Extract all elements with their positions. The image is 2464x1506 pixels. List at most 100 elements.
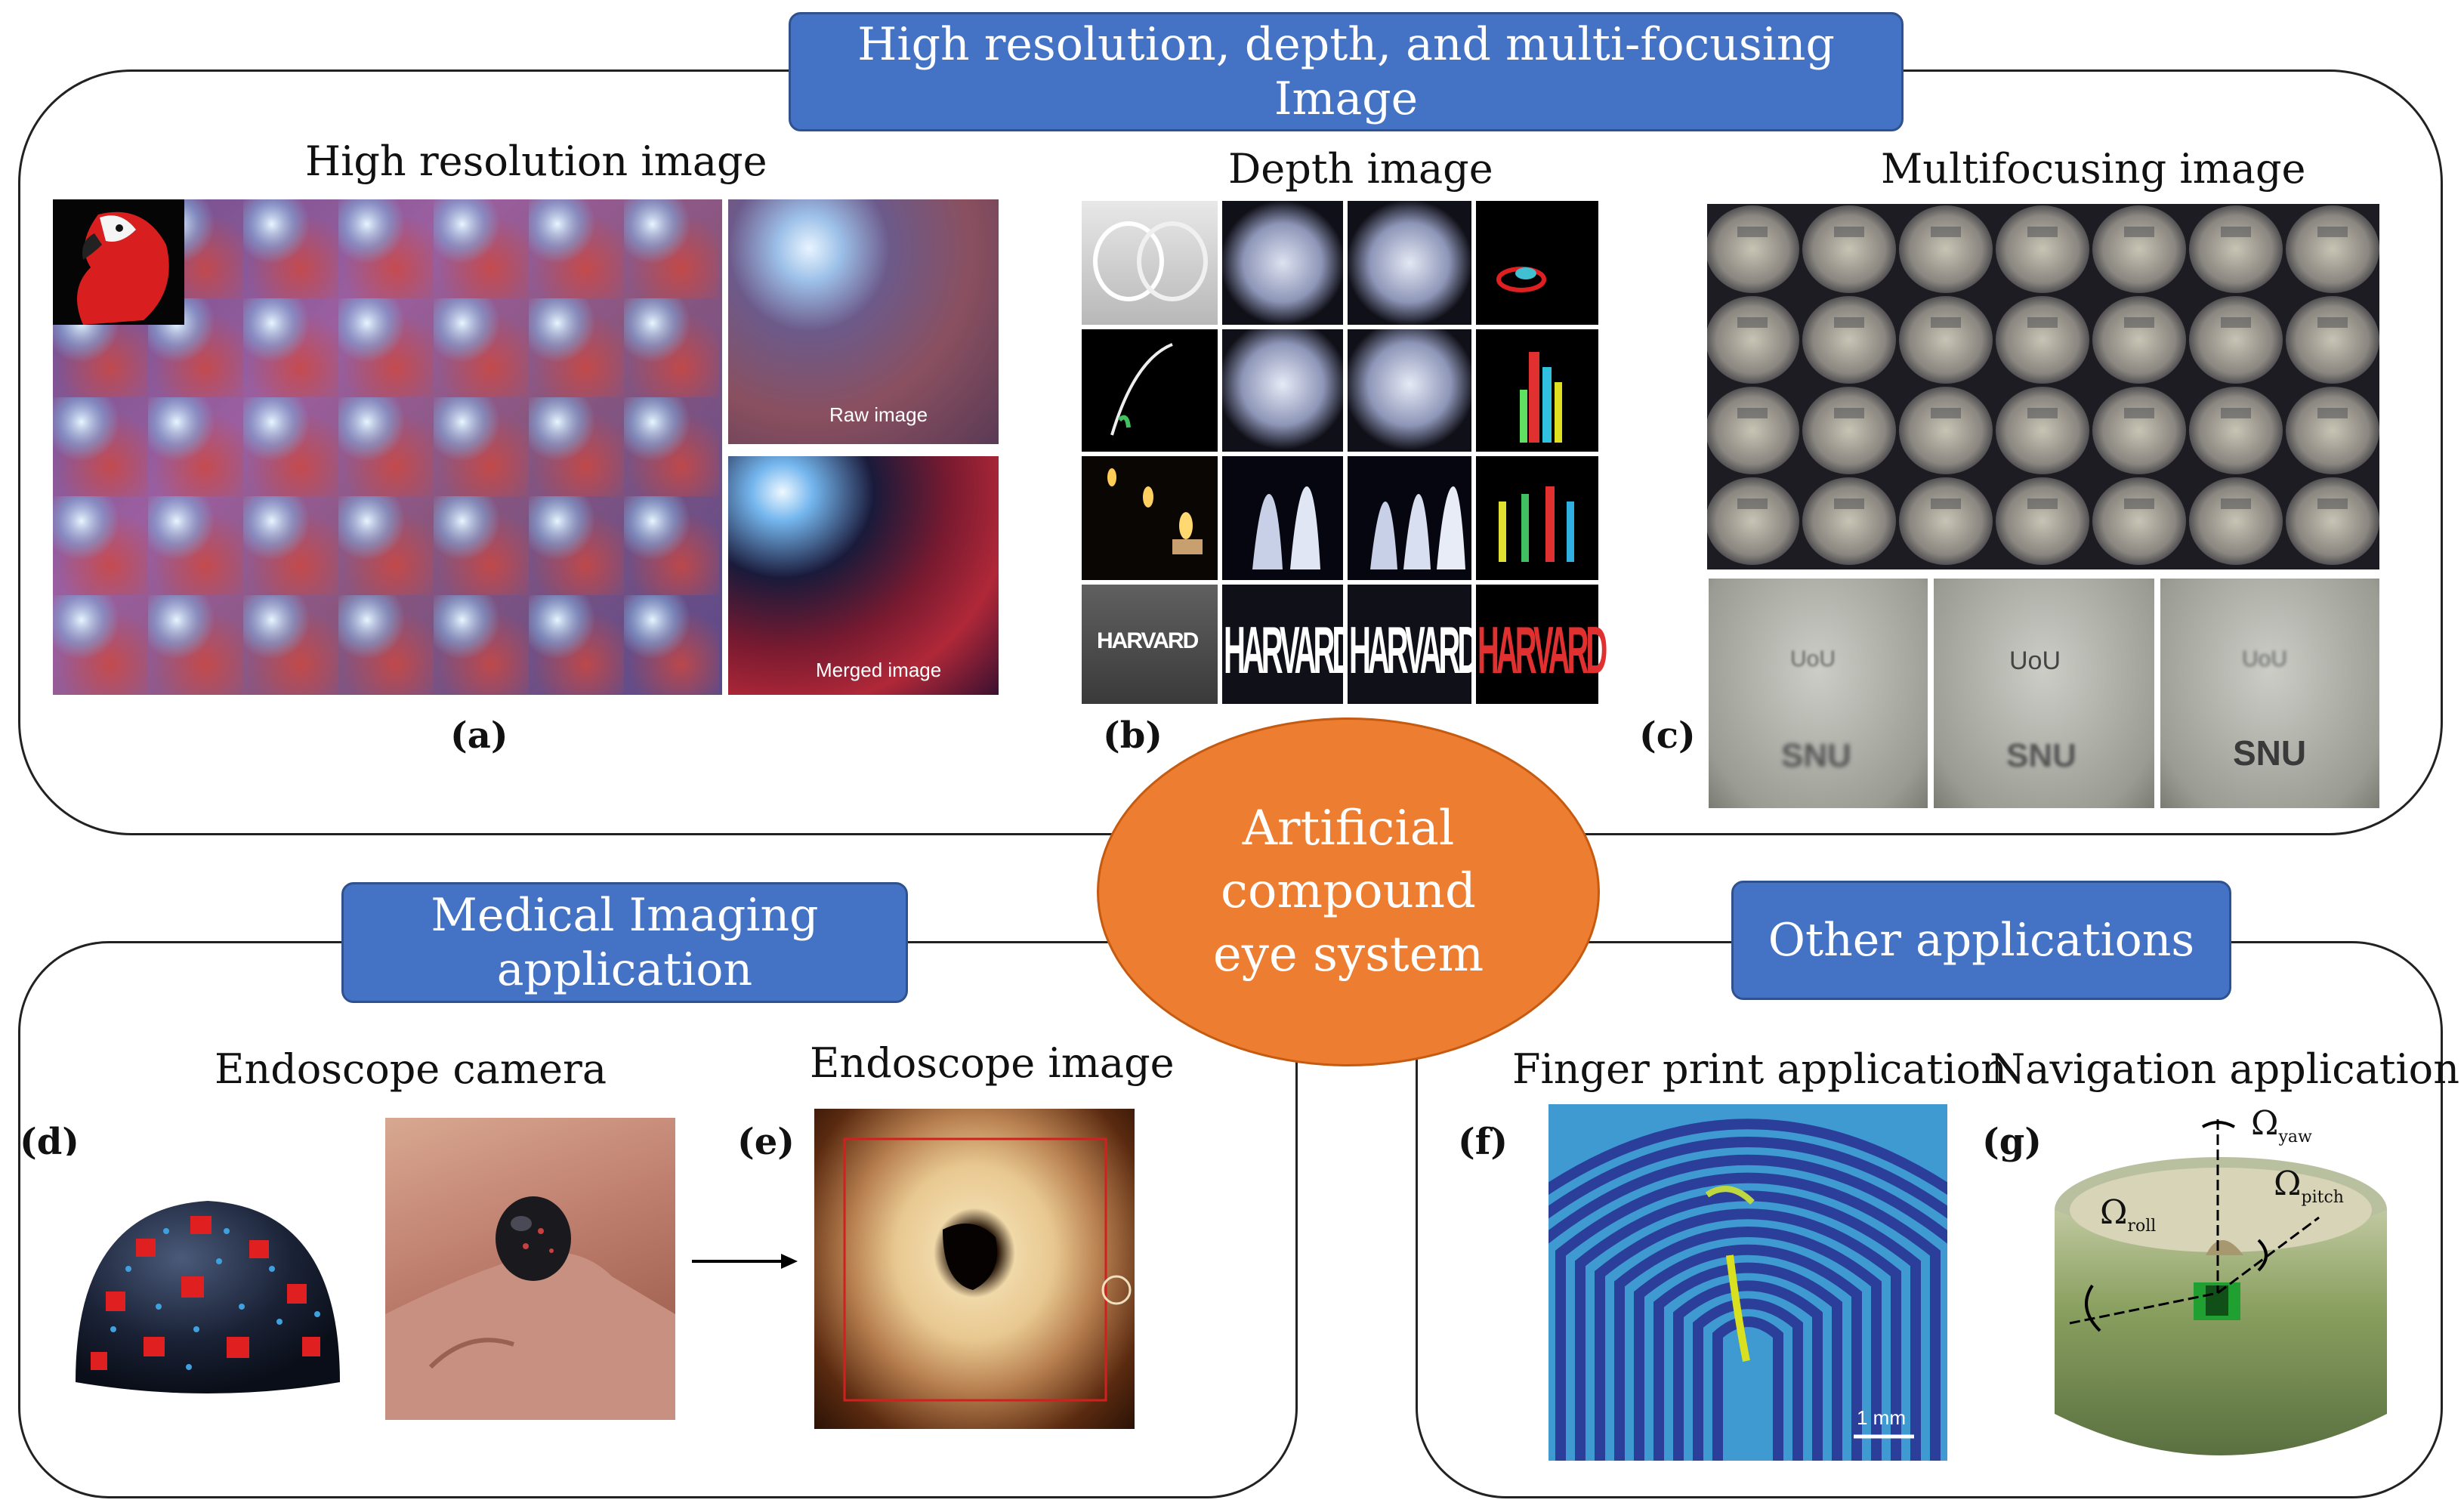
parrot-tile-glow <box>148 595 243 694</box>
multifocus-snu-mark <box>1931 227 1961 237</box>
medical-banner: Medical Imaging application <box>341 882 908 1003</box>
multifocus-lens-tile <box>1996 477 2089 565</box>
multifocus-snu-mark <box>2027 408 2058 418</box>
multifocus-lens-tile <box>2286 205 2379 293</box>
fingerprint-ridges <box>1548 1119 1947 1461</box>
view-3-uou: UoU <box>2242 647 2288 671</box>
fingerprint-scale-label: 1 mm <box>1857 1406 1906 1429</box>
parrot-tile-glow <box>624 397 719 496</box>
depth-lenses-map <box>1476 201 1598 325</box>
parrot-tile-glow <box>434 595 529 694</box>
parrot-tile-glow <box>243 199 338 298</box>
endoscope-hand-photo <box>385 1118 675 1420</box>
parrot-tile-glow <box>529 595 624 694</box>
label-g: (g) <box>1982 1121 2042 1163</box>
merged-image: Merged image <box>728 456 999 695</box>
parrot-tile-glow <box>434 199 529 298</box>
multifocus-snu-mark <box>2221 498 2251 509</box>
multifocus-lens-tile <box>1802 477 1896 565</box>
parrot-tile-glow <box>243 397 338 496</box>
roll-sub: roll <box>2127 1216 2157 1236</box>
multifocus-lens-tile <box>1996 296 2089 384</box>
pitch-sub: pitch <box>2301 1187 2344 1207</box>
depth-stem-view-1 <box>1222 329 1343 452</box>
multifocus-snu-mark <box>1737 317 1768 328</box>
multifocus-snu-mark <box>1931 498 1961 509</box>
fingerprint-ridge <box>1712 1316 1783 1461</box>
navigation-cylinder-image: Ωyaw Ωpitch Ωroll <box>2047 1104 2395 1482</box>
parrot-tile-glow <box>243 298 338 397</box>
depth-candles-photo <box>1082 456 1218 580</box>
multifocus-lens-tile <box>2189 296 2283 384</box>
multifocus-snu-mark <box>2221 227 2251 237</box>
multifocus-lens-tile <box>1899 296 1993 384</box>
parrot-tile-glow <box>148 496 243 595</box>
heading-multifocus: Multifocusing image <box>1881 145 2306 193</box>
parrot-tile-glow <box>243 595 338 694</box>
parrot-tile-glow <box>529 496 624 595</box>
label-c: (c) <box>1639 714 1696 757</box>
multifocus-view-3: UoU SNU <box>2160 579 2379 808</box>
multifocus-snu-mark <box>2124 317 2154 328</box>
multifocus-snu-mark <box>2124 408 2154 418</box>
heading-high-res: High resolution image <box>305 137 767 185</box>
fingerprint-ridge <box>1634 1244 1862 1461</box>
parrot-tile-glow <box>434 496 529 595</box>
other-banner: Other applications <box>1731 881 2231 1000</box>
fingerprint-ridge <box>1673 1280 1823 1461</box>
multifocus-view-2: UoU SNU <box>1934 579 2154 808</box>
heading-endo-image: Endoscope image <box>810 1039 1175 1087</box>
multifocus-snu-mark <box>1737 227 1768 237</box>
merged-image-caption: Merged image <box>816 659 942 681</box>
parrot-tile-glow <box>434 397 529 496</box>
multifocus-lens-tile <box>1899 387 1993 474</box>
multifocus-tiles <box>1707 205 2379 565</box>
parrot-tile-glow <box>338 595 434 694</box>
label-a: (a) <box>450 714 508 757</box>
fingerprint-image: 1 mm <box>1548 1104 1947 1461</box>
multifocus-lens-tile <box>1996 205 2089 293</box>
multifocus-snu-mark <box>1834 408 1864 418</box>
parrot-tile-glow <box>53 496 148 595</box>
harvard-view-2-text: HARVARD <box>1349 615 1479 688</box>
parrot-tile-glow <box>434 298 529 397</box>
raw-image: Raw image <box>728 199 999 444</box>
parrot-tile-glow <box>338 298 434 397</box>
parrot-tile-glow <box>148 397 243 496</box>
multifocus-snu-mark <box>2027 498 2058 509</box>
pitch-label: Ωpitch <box>2274 1165 2344 1207</box>
endoscope-image <box>814 1109 1135 1429</box>
multifocus-snu-mark <box>1931 408 1961 418</box>
multifocus-snu-mark <box>1834 317 1864 328</box>
title-banner: High resolution, depth, and multi-focusi… <box>789 12 1904 131</box>
depth-candles-map <box>1476 456 1598 580</box>
multifocus-snu-mark <box>2221 317 2251 328</box>
heading-navigation: Navigation application <box>1990 1045 2459 1093</box>
multifocus-lens-tile <box>2286 296 2379 384</box>
parrot-tile-glow <box>53 595 148 694</box>
multifocus-snu-mark <box>1834 227 1864 237</box>
label-f: (f) <box>1458 1121 1508 1163</box>
yaw-sub: yaw <box>2278 1127 2312 1146</box>
multifocus-lens-tile <box>1802 205 1896 293</box>
depth-candles-view-2 <box>1348 456 1471 580</box>
multifocus-lens-tile <box>2092 296 2186 384</box>
view-3-snu: SNU <box>2233 733 2307 773</box>
harvard-map-text: HARVARD <box>1477 615 1607 688</box>
parrot-tile-glow <box>624 496 719 595</box>
center-ellipse: Artificial compound eye system <box>1097 718 1600 1066</box>
multifocus-view-1: UoU SNU <box>1709 579 1928 808</box>
view-2-uou: UoU <box>2009 647 2061 675</box>
multifocus-snu-mark <box>2124 498 2154 509</box>
multifocus-snu-mark <box>2124 227 2154 237</box>
multifocus-lens-tile <box>1707 477 1799 565</box>
harvard-small-text: HARVARD <box>1097 628 1199 653</box>
view-1-uou: UoU <box>1790 647 1836 671</box>
fingerprint-ridge <box>1653 1262 1842 1461</box>
parrot-tile-glow <box>243 496 338 595</box>
depth-harvard-photo: HARVARD <box>1082 585 1218 704</box>
depth-lenses-view-1 <box>1222 201 1343 325</box>
multifocus-snu-mark <box>2027 227 2058 237</box>
heading-depth: Depth image <box>1228 145 1493 193</box>
multifocus-snu-mark <box>2317 408 2348 418</box>
